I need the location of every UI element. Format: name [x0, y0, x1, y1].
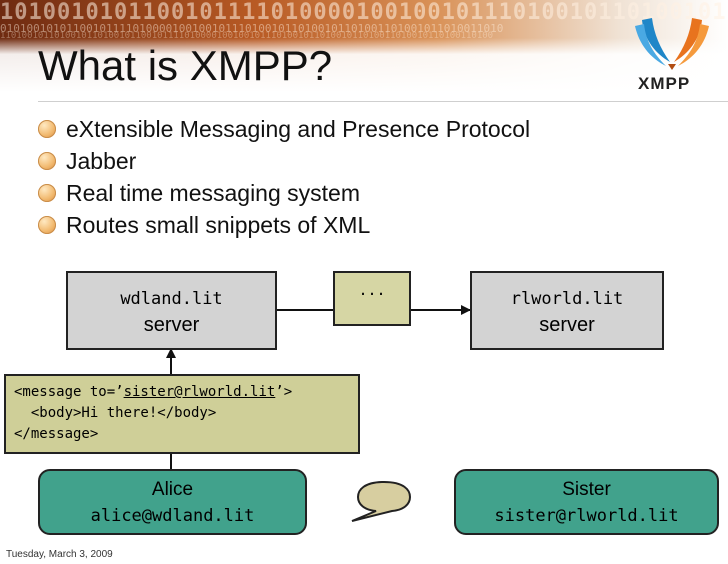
server-box-rlworld: rlworld.lit server [470, 271, 664, 350]
slide-date: Tuesday, March 3, 2009 [6, 549, 113, 560]
user-name: Alice [151, 479, 194, 500]
header-banner: 1010010101100101111010000100100101110100… [0, 0, 728, 92]
recipient-address: sister@rlworld.lit [123, 384, 276, 400]
bullet-text: Routes small snippets of XML [66, 211, 371, 238]
slide-title: What is XMPP? [38, 42, 333, 89]
xml-message-stanza: <message to=’sister@rlworld.lit’> <body>… [4, 374, 360, 454]
bullet-item: Routes small snippets of XML [38, 209, 530, 241]
xml-line: <body>Hi there!</body> [14, 405, 217, 421]
bullet-icon [38, 216, 56, 234]
xml-line: <message to=’sister@rlworld.lit’> [14, 384, 293, 400]
server-box-wdland: wdland.lit server [66, 271, 277, 350]
user-box-alice: Alice alice@wdland.lit [38, 469, 307, 535]
server-label: server [539, 314, 595, 336]
user-jid: alice@wdland.lit [90, 506, 255, 526]
bullet-icon [38, 184, 56, 202]
logo-wordmark: XMPP [638, 74, 691, 93]
user-jid: sister@rlworld.lit [494, 506, 679, 526]
bullet-text: Jabber [66, 147, 137, 174]
binary-pattern: 0101001010110010111101000010010010111010… [0, 22, 504, 35]
user-box-sister: Sister sister@rlworld.lit [454, 469, 719, 535]
bullet-list: eXtensible Messaging and Presence Protoc… [38, 113, 530, 241]
user-name: Sister [562, 479, 611, 500]
bullet-item: Real time messaging system [38, 177, 530, 209]
binary-pattern: 1010010101100101111010000100100101110100… [0, 0, 728, 25]
title-band [0, 38, 728, 92]
xmpp-logo-icon [635, 18, 709, 70]
bullet-text: Real time messaging system [66, 179, 360, 206]
xml-line: </message> [14, 426, 99, 442]
bullet-icon [38, 152, 56, 170]
server-host: wdland.lit [120, 289, 223, 309]
bullet-text: eXtensible Messaging and Presence Protoc… [66, 115, 531, 142]
title-divider [38, 101, 728, 102]
server-label: server [143, 314, 200, 336]
binary-pattern: 1101001011010010110100101100101111010000… [0, 31, 494, 41]
speech-bubble-icon [351, 480, 412, 522]
intermediate-node: ... [333, 271, 411, 326]
bullet-icon [38, 120, 56, 138]
bullet-item: Jabber [38, 145, 530, 177]
bullet-item: eXtensible Messaging and Presence Protoc… [38, 113, 530, 145]
server-host: rlworld.lit [510, 289, 624, 309]
